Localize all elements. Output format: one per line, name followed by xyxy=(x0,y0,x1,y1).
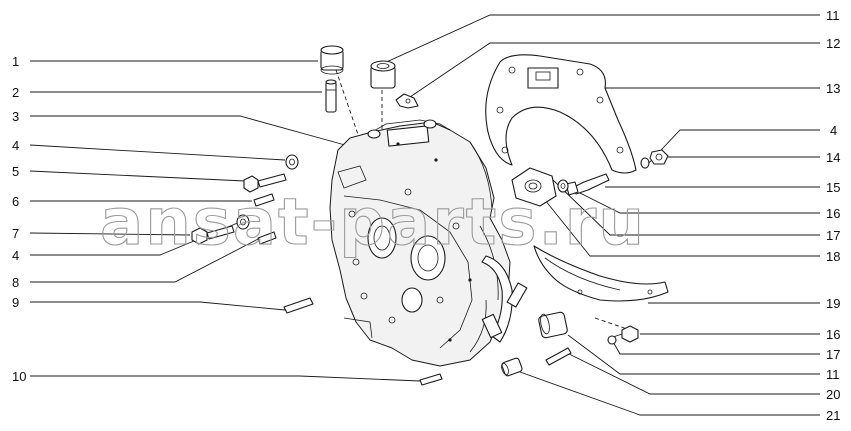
callout-left-9: 9 xyxy=(12,295,19,310)
callout-left-4a: 4 xyxy=(12,138,19,153)
part-15-bolt xyxy=(565,173,610,196)
callout-right-17b: 17 xyxy=(826,347,840,362)
left-callouts: 1 2 3 4 5 6 7 4 8 9 10 xyxy=(12,54,26,384)
leader-right-17a xyxy=(552,179,820,236)
part-9-stud xyxy=(283,297,314,314)
part-12-clip xyxy=(395,93,419,109)
callout-right-17a: 17 xyxy=(826,228,840,243)
callout-right-11b: 11 xyxy=(826,367,840,382)
callout-right-20: 20 xyxy=(826,387,840,402)
leader-right-21 xyxy=(519,371,820,416)
part-21-plug xyxy=(501,357,523,377)
leader-left-9 xyxy=(30,301,286,311)
callout-left-1: 1 xyxy=(12,54,19,69)
callout-right-4: 4 xyxy=(830,123,837,138)
part-10-stud xyxy=(419,373,443,386)
leader-right-17b xyxy=(611,339,820,355)
watermark-text: ansat-parts.ru xyxy=(100,186,646,260)
callout-right-19: 19 xyxy=(826,296,840,311)
leader-left-4a xyxy=(29,144,286,161)
part-16-bolt-bottom xyxy=(609,325,639,343)
part-14-nut xyxy=(649,149,669,165)
callout-left-6: 6 xyxy=(12,194,19,209)
leader-left-8 xyxy=(30,236,263,283)
leader-right-4 xyxy=(647,129,820,165)
leader-right-20 xyxy=(564,351,820,395)
callout-right-16a: 16 xyxy=(826,206,840,221)
leader-left-5 xyxy=(29,170,246,182)
leader-left-10 xyxy=(30,375,421,382)
part-2-pin xyxy=(325,79,337,113)
part-5-bolt xyxy=(243,173,287,193)
part-18-flange xyxy=(511,167,557,207)
callout-left-2: 2 xyxy=(12,85,19,100)
guide-bolt-16 xyxy=(594,317,631,331)
callout-right-21: 21 xyxy=(826,408,840,423)
callout-left-10: 10 xyxy=(12,369,26,384)
part-11-sleeve-top xyxy=(370,60,396,89)
part-8-stud xyxy=(257,231,277,245)
leader-right-12 xyxy=(409,42,820,98)
callout-right-11a: 11 xyxy=(826,8,840,23)
callout-left-4b: 4 xyxy=(12,248,19,263)
part-13-cover-plate xyxy=(485,54,637,174)
part-7-bolt xyxy=(191,225,235,245)
leader-lines xyxy=(29,14,820,416)
part-4-washer-lower xyxy=(236,214,250,230)
leader-right-16a xyxy=(565,185,820,214)
part-1-bushing xyxy=(320,45,344,75)
callout-left-5: 5 xyxy=(12,164,19,179)
leader-right-11b xyxy=(567,334,820,375)
callout-left-8: 8 xyxy=(12,275,19,290)
part-4-washer-upper xyxy=(285,154,299,170)
callout-right-13: 13 xyxy=(826,81,840,96)
part-16-washer xyxy=(557,179,569,193)
part-17-washer-bottom xyxy=(607,335,617,345)
part-20-dowel xyxy=(545,347,572,366)
leader-right-18 xyxy=(544,199,820,257)
callout-right-14: 14 xyxy=(826,150,840,165)
callout-right-16b: 16 xyxy=(826,327,840,342)
leader-left-3 xyxy=(30,115,346,146)
callout-right-12: 12 xyxy=(826,36,840,51)
leader-left-7 xyxy=(29,232,191,236)
callout-right-18: 18 xyxy=(826,249,840,264)
callout-right-15: 15 xyxy=(826,180,840,195)
callout-left-7: 7 xyxy=(12,226,19,241)
part-19-shield xyxy=(533,245,669,302)
part-3-gearbox-housing xyxy=(329,119,528,367)
part-6-stud xyxy=(253,193,275,207)
part-11-sleeve-bottom xyxy=(538,311,568,339)
leader-right-11a xyxy=(379,14,820,66)
callout-left-3: 3 xyxy=(12,109,19,124)
right-callouts: 11 12 13 4 14 15 16 17 18 19 16 17 11 20… xyxy=(826,8,840,423)
part-4-washer-right xyxy=(640,157,650,169)
